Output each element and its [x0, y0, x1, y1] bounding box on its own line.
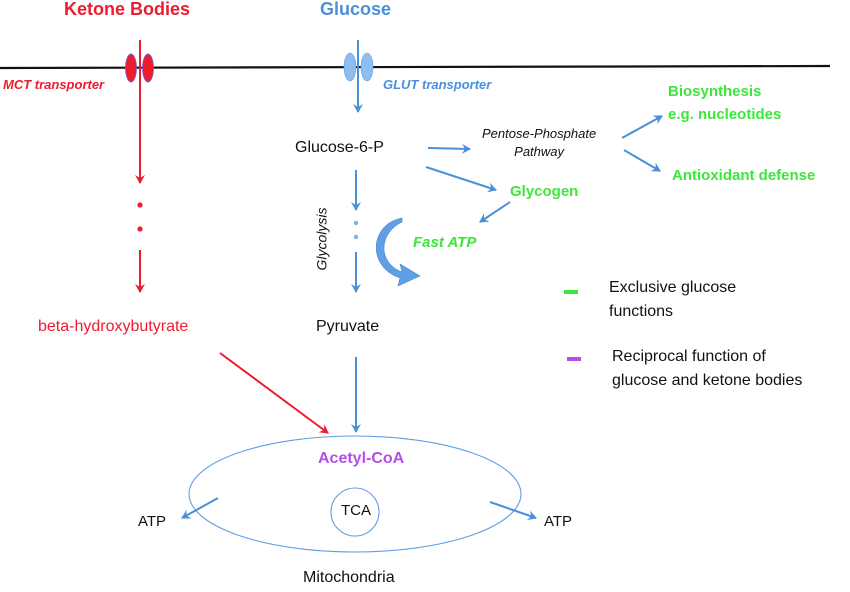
glycolysis-ellipsis-dot [353, 220, 359, 226]
biosynthesis-node: Biosynthesis e.g. nucleotides [668, 80, 781, 126]
antioxidant-defense-node: Antioxidant defense [672, 167, 816, 184]
atp-left-node: ATP [138, 513, 167, 530]
mitochondria-outline [188, 435, 522, 553]
fast-atp-node: Fast ATP [413, 234, 477, 251]
g6p-to-ppp-arrow [427, 143, 471, 154]
legend-label-line: functions [609, 303, 674, 320]
beta-hydroxybutyrate-node: beta-hydroxybutyrate [38, 318, 189, 335]
legend-swatch-reciprocal [567, 357, 581, 361]
atp-right-node: ATP [544, 513, 573, 530]
glycolysis-label: Glycolysis [313, 207, 330, 271]
bhb-to-acetyl-coa-arrow [219, 352, 329, 434]
ppp-to-biosynthesis-arrow [621, 115, 663, 139]
pentose-phosphate-line1: Pentose-Phosphate [482, 126, 597, 141]
glycogen-node: Glycogen [510, 183, 579, 200]
fast-atp-curved-arrow-icon [375, 217, 421, 287]
glucose-6-p-node: Glucose-6-P [295, 139, 384, 156]
tca-to-atp-right-arrow [489, 501, 537, 521]
g6p-to-glycogen-arrow [425, 166, 497, 193]
ketone-ellipsis-dot [137, 202, 143, 208]
ketone-ellipsis-dot [137, 226, 143, 232]
glucose-header: Glucose [320, 0, 392, 19]
mct-transporter-icon [125, 53, 154, 83]
mct-transporter-label: MCT transporter [3, 77, 105, 92]
pyruvate-node: Pyruvate [316, 318, 380, 335]
legend-item-reciprocal: Reciprocal function of glucose and keton… [612, 345, 802, 393]
tca-to-atp-left-arrow [181, 497, 219, 519]
ppp-to-antioxidant-arrow [623, 149, 661, 172]
glycolysis-ellipsis-dot [353, 234, 359, 240]
glycogen-to-fast-atp-arrow [479, 201, 511, 223]
legend-label-line: glucose and ketone bodies [612, 372, 803, 389]
legend-label-line: Reciprocal function of [612, 348, 766, 365]
pentose-phosphate-node: Pentose-Phosphate Pathway [482, 125, 596, 161]
ketone-bodies-header: Ketone Bodies [64, 0, 191, 19]
tca-circle [330, 487, 380, 537]
tca-label: TCA [341, 502, 371, 519]
biosynthesis-line1: Biosynthesis [668, 83, 762, 100]
glut-transporter-label: GLUT transporter [383, 77, 492, 92]
legend-item-exclusive-glucose: Exclusive glucose functions [609, 276, 736, 324]
biosynthesis-line2: e.g. nucleotides [668, 106, 782, 123]
pentose-phosphate-line2: Pathway [514, 144, 565, 159]
legend-swatch-exclusive-glucose [564, 290, 578, 294]
legend-label-line: Exclusive glucose [609, 279, 737, 296]
acetyl-coa-node: Acetyl-CoA [318, 450, 405, 467]
mitochondria-label: Mitochondria [303, 569, 395, 586]
cell-membrane [0, 64, 831, 70]
glut-transporter-icon [343, 52, 374, 82]
